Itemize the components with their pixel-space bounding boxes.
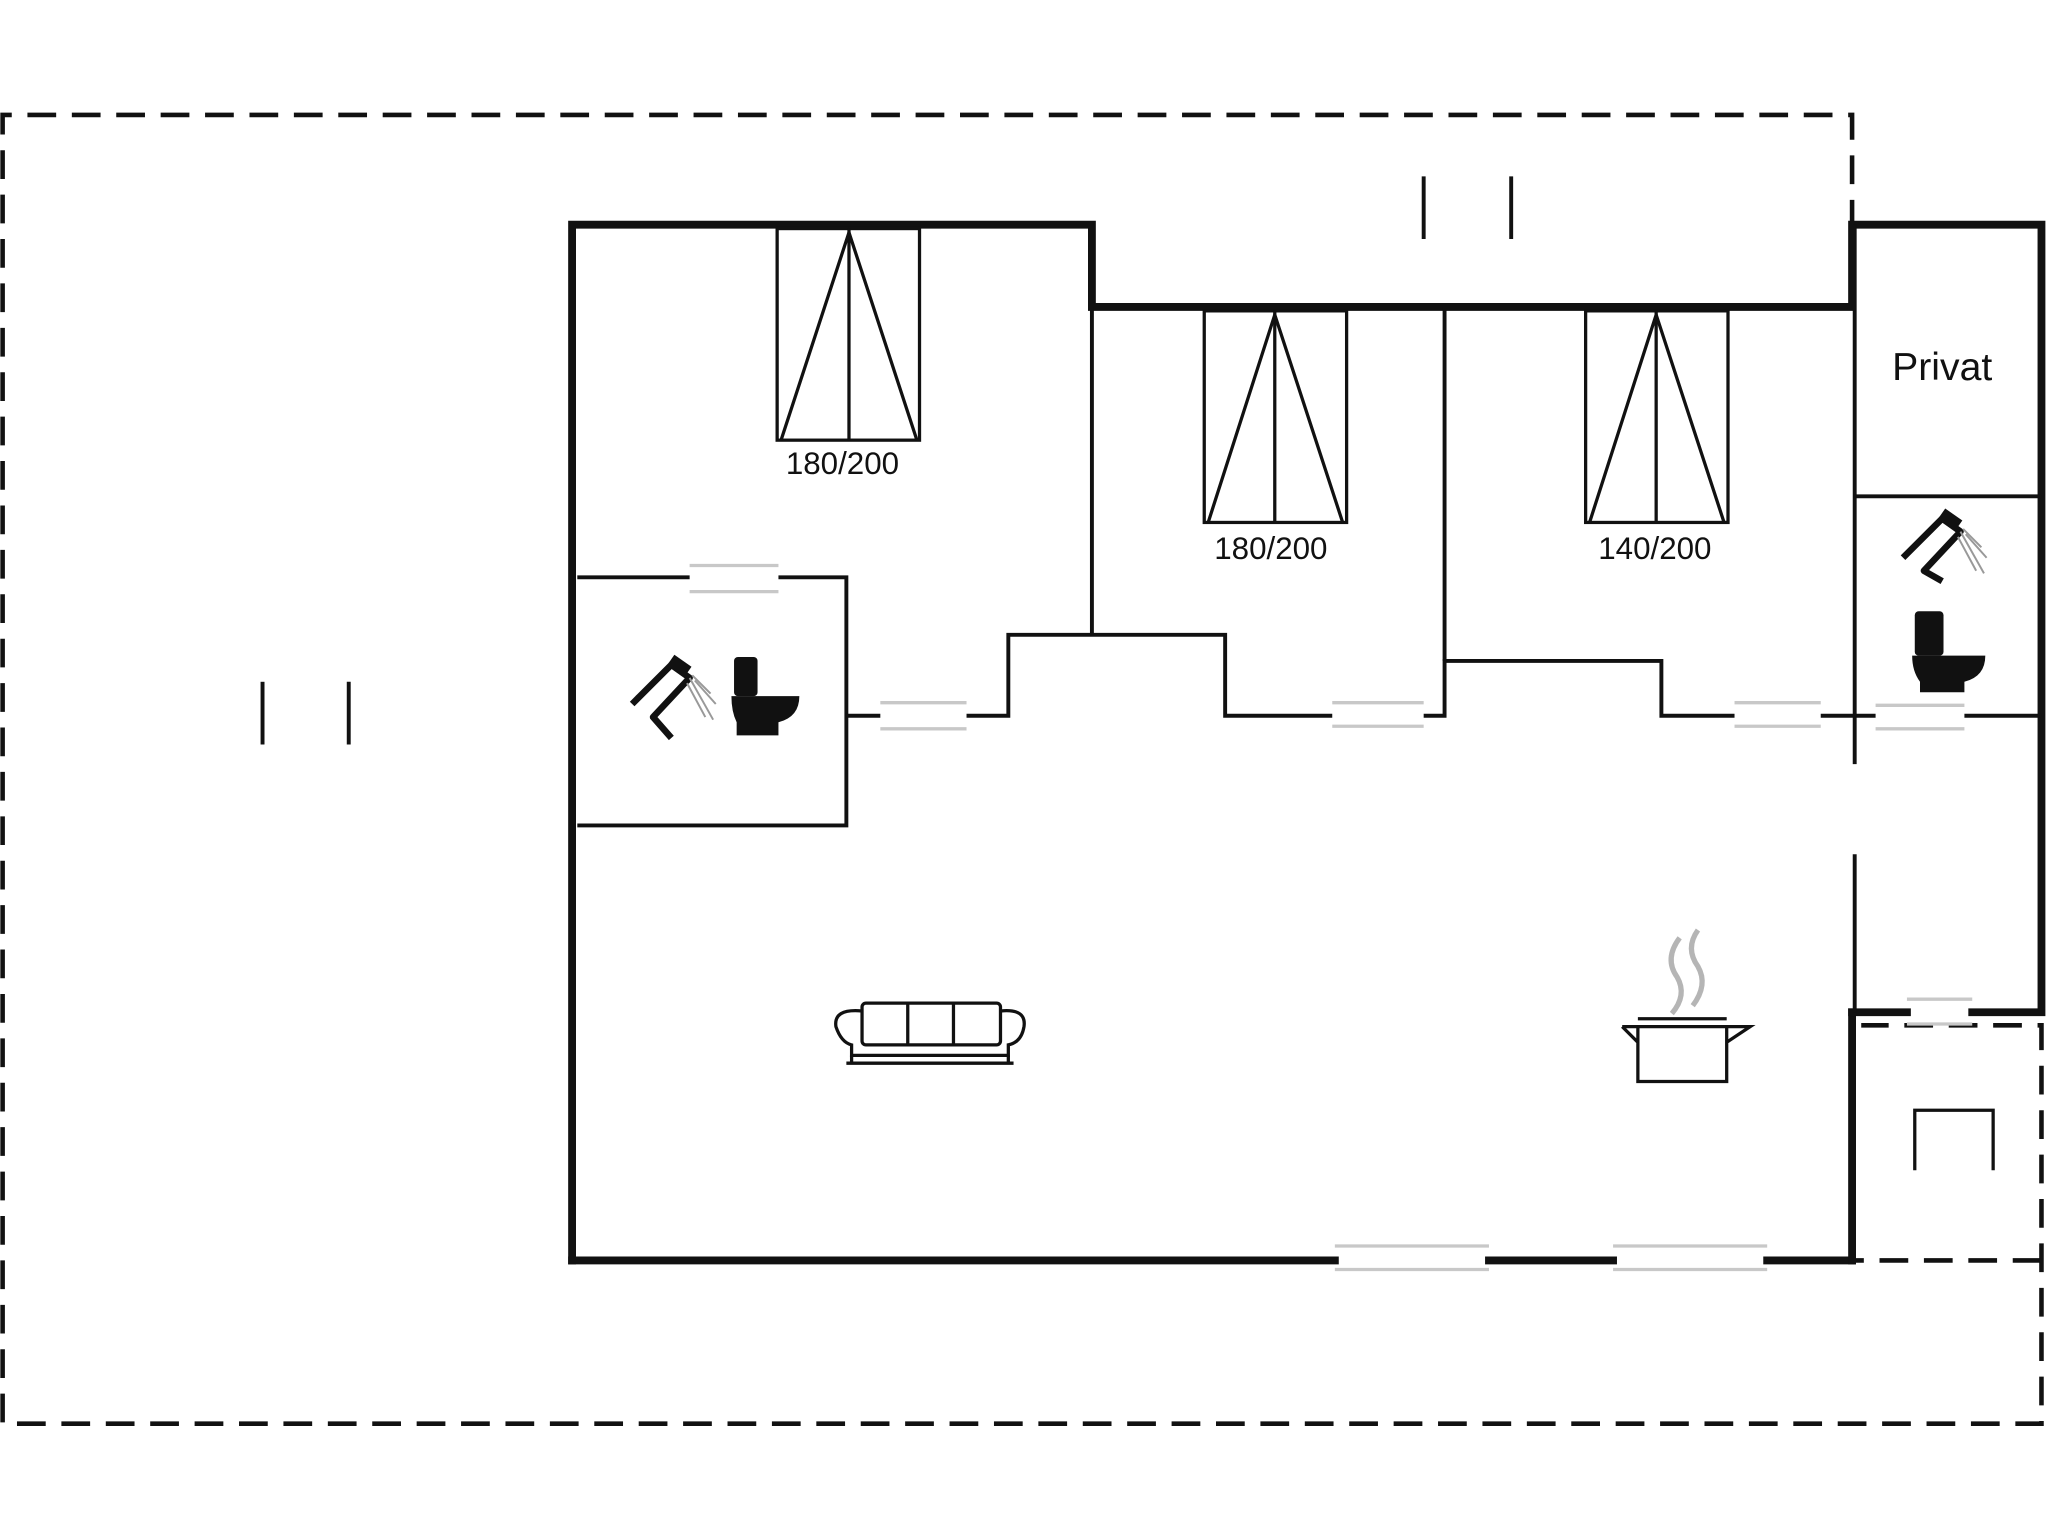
toilet-icon — [731, 656, 800, 736]
shower-icon — [1900, 508, 1988, 585]
bed-2-label: 180/200 — [1214, 531, 1327, 566]
shower-icon — [629, 654, 717, 741]
cooking-pot-icon — [1621, 928, 1756, 1084]
terrace-outline — [0, 112, 2044, 1426]
bed-1 — [775, 226, 922, 442]
outdoor-fixture — [1913, 1108, 1995, 1171]
interior-walls — [577, 224, 2042, 1013]
toilet-icon — [1912, 611, 1986, 693]
bed-3 — [1583, 309, 1730, 525]
window-marks — [260, 176, 1514, 745]
exterior-walls — [568, 220, 2046, 1265]
room-label-privat: Privat — [1892, 346, 1992, 389]
bed-2 — [1202, 309, 1349, 525]
bed-1-label: 180/200 — [786, 446, 899, 481]
window-openings — [689, 563, 1973, 1272]
bed-3-label: 140/200 — [1598, 531, 1711, 566]
sofa-icon — [834, 1001, 1026, 1065]
